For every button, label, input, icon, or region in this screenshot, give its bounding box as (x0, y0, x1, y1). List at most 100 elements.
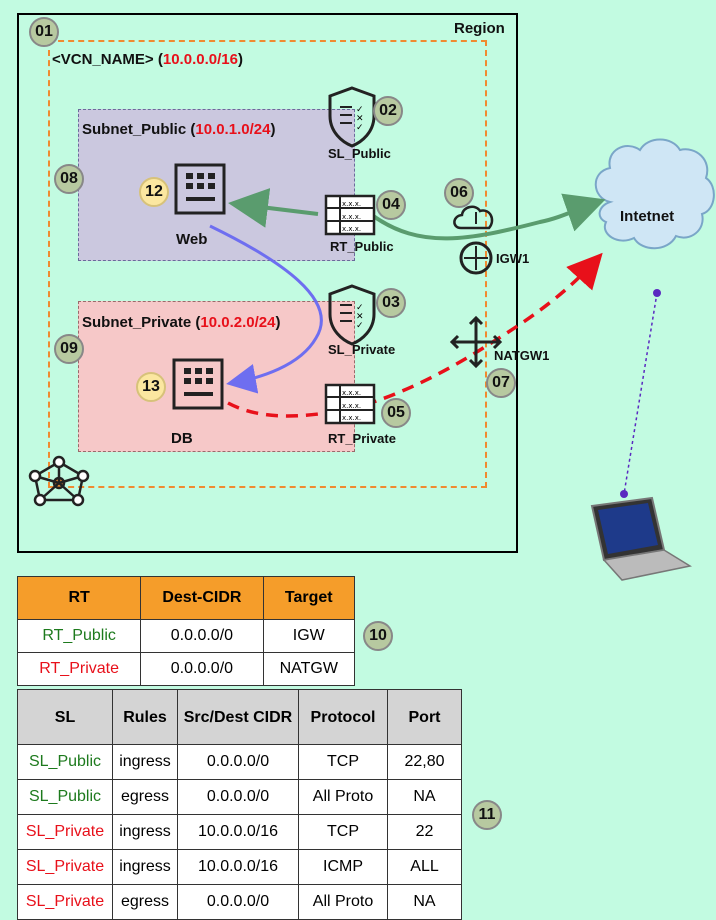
badge-11: 11 (472, 800, 502, 830)
sl-header-rules: Rules (112, 689, 178, 745)
public-route-path (370, 193, 606, 241)
badge-07: 07 (486, 368, 516, 398)
route-table: RT Dest-CIDR Target RT_Public 0.0.0.0/0 … (16, 576, 356, 686)
badge-03: 03 (376, 288, 406, 318)
badge-02: 02 (373, 96, 403, 126)
svg-text:✕: ✕ (356, 114, 364, 124)
table-row: SL_Public ingress 0.0.0.0/0 TCP 22,80 (17, 744, 462, 780)
badge-04: 04 (376, 190, 406, 220)
security-list-table: SL Rules Src/Dest CIDR Protocol Port SL_… (17, 689, 462, 920)
rt-public-table-icon: x.x.x. x.x.x. x.x.x. (324, 194, 376, 236)
vcn-box (48, 40, 487, 488)
private-route-path (227, 252, 603, 418)
table-cell: ALL (387, 849, 462, 885)
table-cell: TCP (298, 744, 388, 780)
table-cell: NATGW (262, 652, 356, 686)
internet-cloud-icon (594, 138, 715, 250)
table-cell: NA (387, 779, 462, 815)
vcn-cidr: 10.0.0.0/16 (162, 51, 238, 68)
table-cell: IGW (262, 619, 356, 653)
table-cell: All Proto (298, 884, 388, 920)
table-cell: egress (112, 779, 178, 815)
badge-01: 01 (29, 17, 59, 47)
internet-label: Intetnet (620, 208, 675, 225)
svg-text:✓: ✓ (356, 303, 364, 313)
svg-text:x.x.x.: x.x.x. (342, 200, 361, 208)
db-server-icon (172, 358, 224, 410)
table-cell: 10.0.0.0/16 (177, 814, 299, 850)
laptop-icon (590, 496, 693, 581)
web-server-icon (174, 163, 226, 215)
rt-private-label: RT_Private (328, 431, 396, 446)
subnet-private-cidr: 10.0.2.0/24 (200, 314, 276, 331)
natgw-label: NATGW1 (494, 348, 550, 363)
badge-13: 13 (136, 372, 166, 402)
table-cell: RT_Public (16, 619, 142, 653)
badge-05: 05 (381, 398, 411, 428)
rt-public-label: RT_Public (330, 239, 394, 254)
sl-public-label: SL_Public (328, 146, 391, 161)
table-cell: 10.0.0.0/16 (177, 849, 299, 885)
badge-09: 09 (54, 334, 84, 364)
laptop-link (623, 292, 658, 495)
web-label: Web (176, 231, 208, 248)
badge-08: 08 (54, 164, 84, 194)
table-cell: 22 (387, 814, 462, 850)
igw-label: IGW1 (496, 251, 530, 266)
svg-text:x.x.x.: x.x.x. (342, 225, 361, 233)
svg-text:✓: ✓ (356, 105, 364, 115)
table-row: SL_Public egress 0.0.0.0/0 All Proto NA (17, 779, 462, 815)
rt-header-rt: RT (16, 576, 142, 620)
table-cell: SL_Private (17, 849, 113, 885)
subnet-public-title: Subnet_Public (10.0.1.0/24) (82, 121, 276, 138)
badge-10: 10 (363, 621, 393, 651)
subnet-private-title: Subnet_Private (10.0.2.0/24) (82, 314, 281, 331)
table-cell: All Proto (298, 779, 388, 815)
sl-header-port: Port (387, 689, 462, 745)
db-label: DB (171, 430, 193, 447)
table-cell: SL_Private (17, 814, 113, 850)
table-cell: 0.0.0.0/0 (140, 619, 264, 653)
web-to-db-arrow (209, 224, 323, 394)
table-cell: ICMP (298, 849, 388, 885)
svg-text:x.x.x.: x.x.x. (342, 213, 361, 221)
svg-text:x.x.x.: x.x.x. (342, 402, 361, 410)
table-cell: SL_Public (17, 744, 113, 780)
table-cell: 0.0.0.0/0 (177, 779, 299, 815)
table-row: SL_Private egress 0.0.0.0/0 All Proto NA (17, 884, 462, 920)
vcn-name: <VCN_NAME> (52, 51, 154, 68)
sl-private-label: SL_Private (328, 342, 396, 357)
table-row: RT_Private 0.0.0.0/0 NATGW (16, 652, 356, 686)
table-cell: TCP (298, 814, 388, 850)
subnet-private-box (78, 301, 355, 452)
sl-public-shield-icon: ✓ ✕ ✓ (328, 86, 376, 148)
badge-12: 12 (139, 177, 169, 207)
table-cell: 0.0.0.0/0 (140, 652, 264, 686)
region-box (17, 13, 518, 553)
table-cell: SL_Private (17, 884, 113, 920)
subnet-public-cidr: 10.0.1.0/24 (195, 121, 271, 138)
svg-text:✓: ✓ (356, 321, 364, 331)
public-web-arrow (228, 188, 319, 228)
table-row: SL_Private ingress 10.0.0.0/16 TCP 22 (17, 814, 462, 850)
region-label: Region (454, 20, 505, 37)
svg-text:x.x.x.: x.x.x. (342, 389, 361, 397)
badge-06: 06 (444, 178, 474, 208)
sl-private-shield-icon: ✓ ✕ ✓ (328, 284, 376, 346)
rt-header-target: Target (262, 576, 356, 620)
table-cell: 0.0.0.0/0 (177, 744, 299, 780)
rt-header-dest: Dest-CIDR (140, 576, 264, 620)
rt-private-table-icon: x.x.x. x.x.x. x.x.x. (324, 383, 376, 425)
subnet-private-name: Subnet_Private (82, 314, 192, 331)
table-cell: NA (387, 884, 462, 920)
svg-text:x.x.x.: x.x.x. (342, 414, 361, 422)
vcn-title: <VCN_NAME> (10.0.0.0/16) (52, 51, 243, 68)
table-cell: 22,80 (387, 744, 462, 780)
vcn-network-icon (28, 455, 90, 507)
sl-header-sl: SL (17, 689, 113, 745)
natgw-icon (449, 315, 503, 369)
svg-text:✕: ✕ (356, 312, 364, 322)
table-row: SL_Private ingress 10.0.0.0/16 ICMP ALL (17, 849, 462, 885)
table-cell: egress (112, 884, 178, 920)
igw-icon (453, 205, 494, 275)
